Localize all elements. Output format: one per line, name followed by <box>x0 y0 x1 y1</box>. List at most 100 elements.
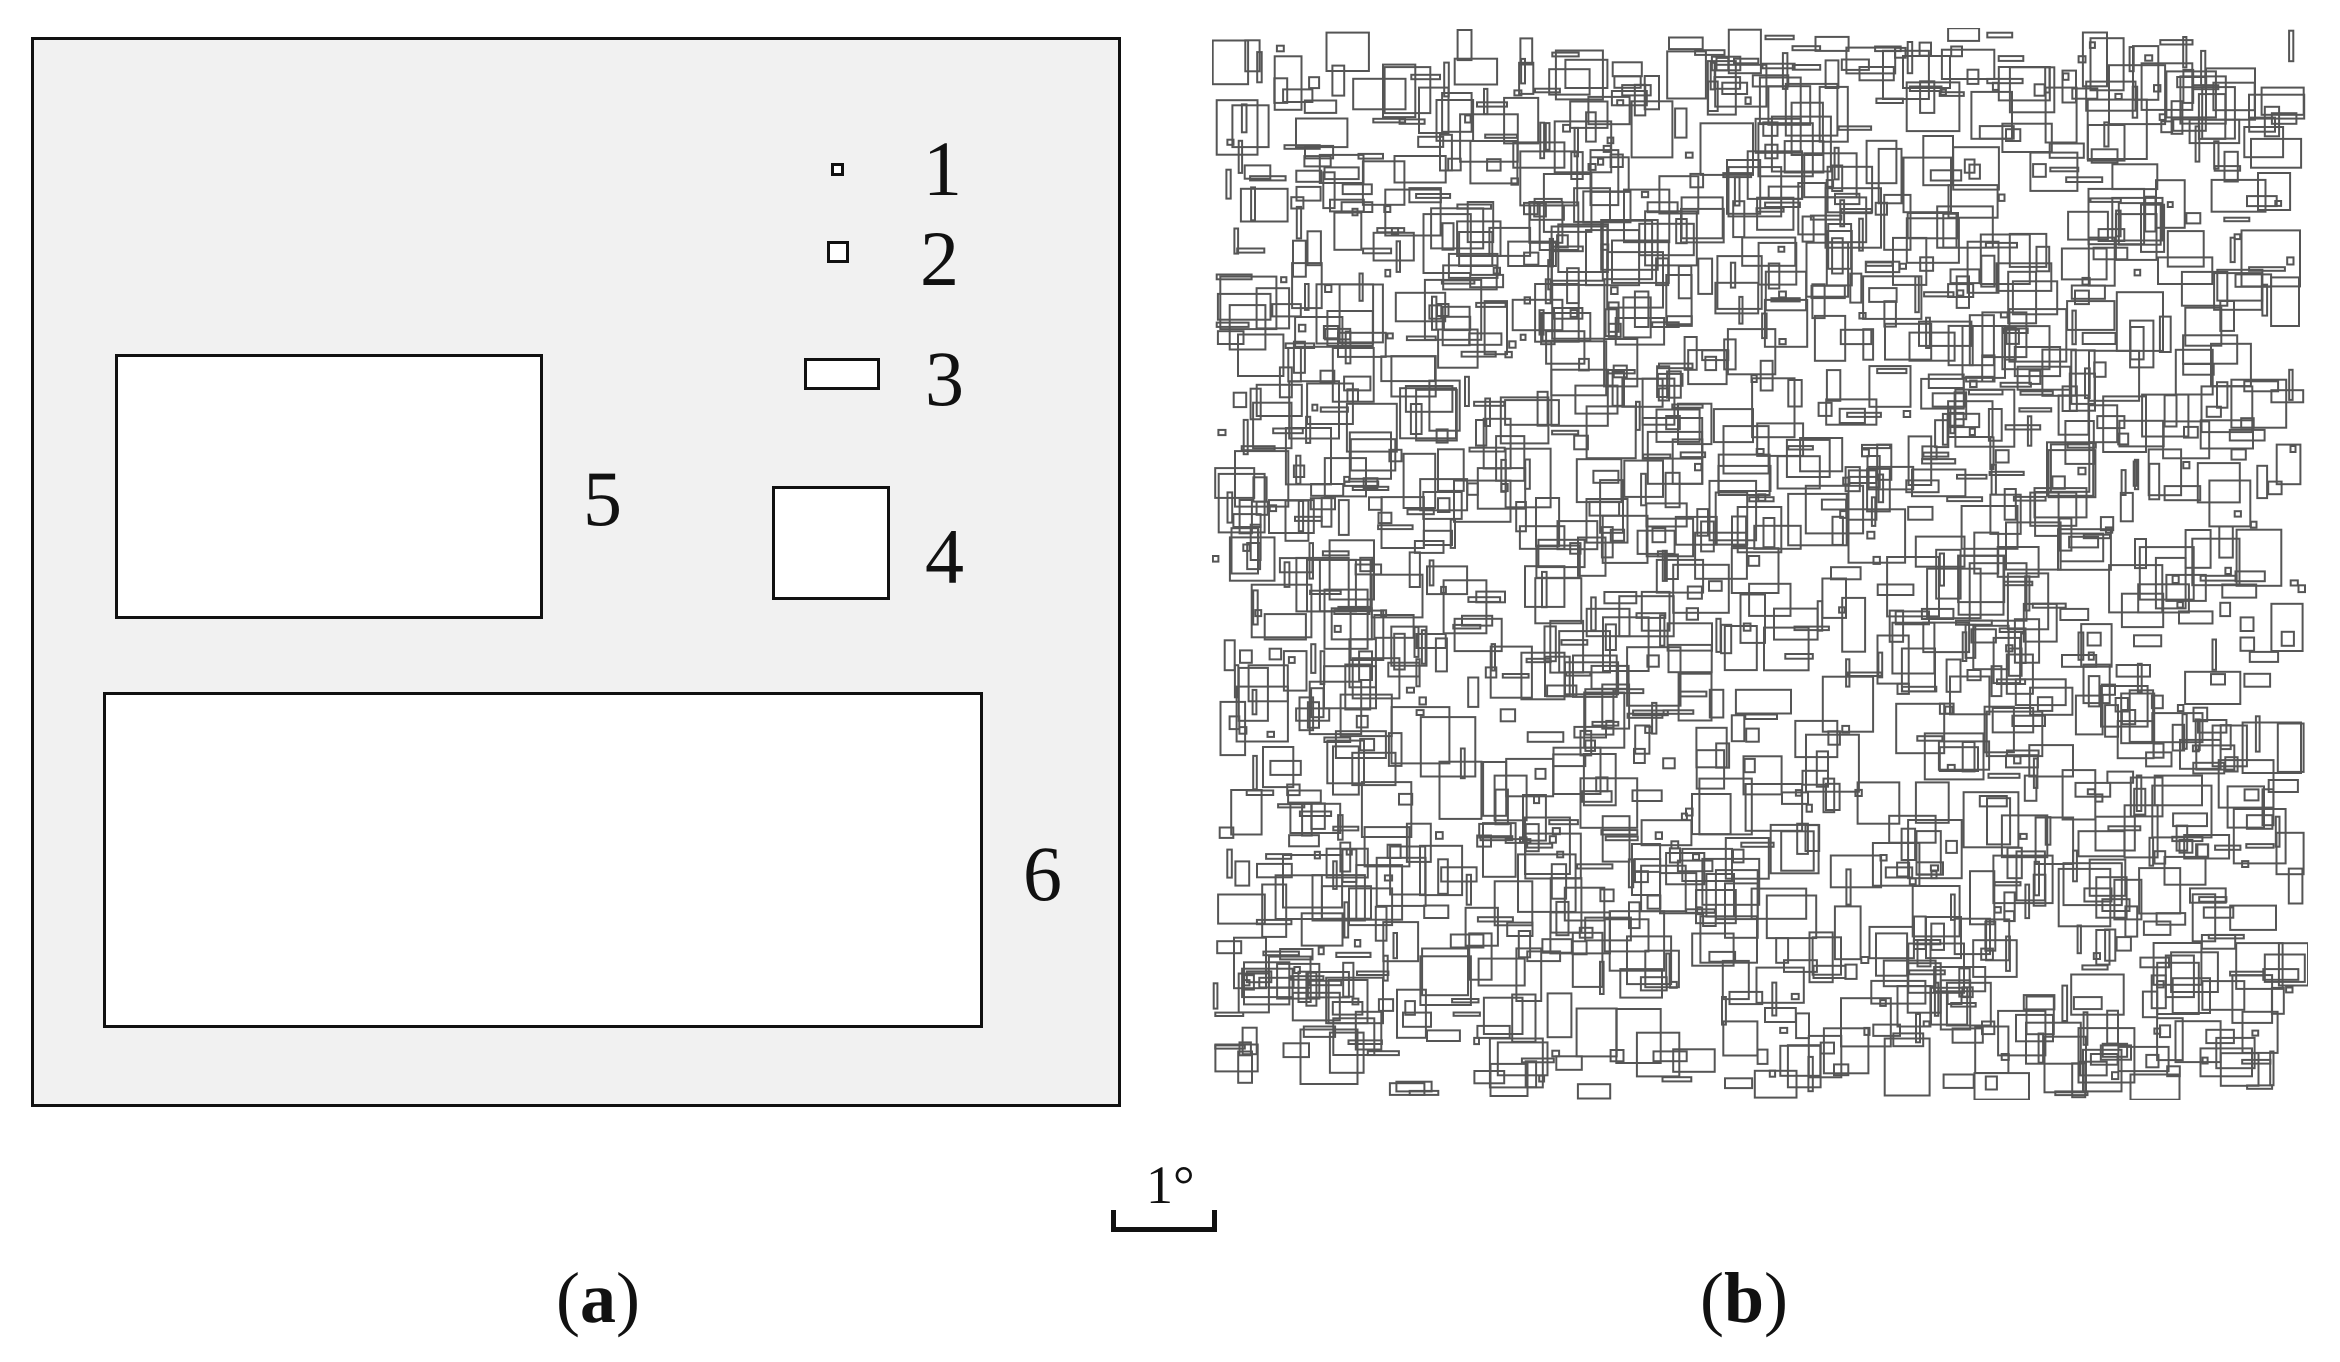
texture-rect <box>1854 788 1863 798</box>
texture-rect <box>1393 632 1406 671</box>
stimulus-label-1: 1 <box>923 125 962 212</box>
texture-rect <box>2007 270 2038 325</box>
texture-rect <box>1987 408 2003 442</box>
texture-rect <box>1283 561 1291 588</box>
panel-a-stimulus-sizes: 1 2 3 4 5 6 <box>31 37 1121 1107</box>
texture-rect <box>2003 488 2017 521</box>
texture-rect <box>1813 314 1847 362</box>
texture-rect <box>1287 656 1296 664</box>
texture-rect <box>1477 957 1526 987</box>
texture-rect <box>1722 425 1770 475</box>
texture-rect <box>1467 676 1480 708</box>
texture-rect <box>2257 172 2292 211</box>
texture-rect <box>1858 312 1867 320</box>
texture-rect <box>2269 1050 2275 1087</box>
texture-rect <box>2011 280 2059 316</box>
texture-rect <box>1691 793 1732 836</box>
texture-rect <box>1576 1083 1612 1100</box>
texture-rect <box>1986 797 2012 846</box>
texture-rect <box>2019 390 2054 396</box>
texture-rect <box>1879 999 1887 1007</box>
texture-rect <box>2115 664 2151 678</box>
texture-rect <box>1308 76 1321 90</box>
texture-rect <box>2123 804 2159 859</box>
texture-rect <box>2000 814 2049 859</box>
texture-rect <box>1866 530 1876 540</box>
texture-rect <box>1533 202 1547 218</box>
texture-rect <box>1262 950 1300 957</box>
texture-rect <box>2243 126 2285 159</box>
texture-rect <box>1241 1026 1258 1056</box>
texture-rect <box>1668 36 1704 51</box>
texture-rect <box>1654 831 1664 840</box>
texture-rect <box>1729 261 1737 289</box>
texture-rect <box>1556 850 1565 859</box>
texture-rect <box>1674 515 1718 546</box>
texture-rect <box>1636 529 1676 555</box>
texture-rect <box>1269 759 1302 776</box>
texture-rect <box>2029 686 2074 716</box>
texture-rect <box>2129 776 2164 818</box>
texture-rect <box>1517 853 1577 913</box>
texture-rect <box>1677 264 1693 300</box>
texture-rect <box>1875 932 1909 977</box>
texture-rect <box>1759 359 1774 392</box>
caption-a: (a) <box>556 1262 640 1334</box>
texture-rect <box>1794 789 1803 797</box>
texture-rect <box>1984 241 2019 249</box>
texture-rect <box>1776 455 1821 490</box>
texture-rect <box>2102 395 2148 453</box>
stimulus-label-5: 5 <box>583 455 622 542</box>
texture-rect <box>1585 111 1597 143</box>
texture-rect <box>1330 607 1373 641</box>
stimulus-label-2: 2 <box>920 215 959 302</box>
texture-rect <box>2185 212 2202 225</box>
texture-rect <box>1458 231 1494 267</box>
texture-rect <box>1771 981 1778 1017</box>
texture-rect <box>1212 555 1220 563</box>
texture-rect <box>1922 135 1954 187</box>
texture-rect <box>1969 379 1978 388</box>
texture-rect <box>2081 31 2109 88</box>
texture-rect <box>1510 177 1519 186</box>
texture-rect <box>1347 1039 1383 1046</box>
texture-rect <box>1733 176 1741 207</box>
texture-rect <box>2245 843 2275 849</box>
texture-rect <box>1786 1044 1822 1089</box>
texture-rect <box>1730 547 1780 595</box>
texture-rect <box>1232 391 1248 409</box>
texture-rect <box>1435 428 1449 444</box>
texture-rect <box>2008 232 2048 268</box>
texture-rect <box>2219 1052 2260 1087</box>
texture-rect <box>2139 956 2171 969</box>
texture-rect <box>1325 847 1369 879</box>
texture-rect <box>2089 197 2122 203</box>
texture-rect <box>1390 227 1400 236</box>
texture-rect <box>1469 140 1519 185</box>
texture-rect <box>1332 1017 1376 1056</box>
texture-rect <box>2172 812 2208 828</box>
texture-rect <box>1404 385 1454 413</box>
texture-rect <box>1475 301 1507 308</box>
texture-rect <box>1328 539 1375 601</box>
texture-rect <box>1867 465 1915 491</box>
texture-rect <box>1271 303 1302 318</box>
texture-rect <box>1426 1029 1461 1043</box>
texture-rect <box>2172 118 2207 132</box>
texture-rect <box>1320 885 1372 920</box>
texture-rect <box>1717 453 1771 497</box>
texture-rect <box>1464 375 1470 407</box>
texture-rect <box>1981 354 1996 383</box>
texture-rect <box>1621 377 1664 408</box>
texture-rect <box>2201 1056 2209 1065</box>
texture-rect <box>2082 1011 2089 1046</box>
texture-rect <box>1611 239 1670 284</box>
texture-rect <box>2267 480 2283 496</box>
texture-rect <box>1382 63 1417 119</box>
texture-rect <box>1831 237 1844 275</box>
texture-rect <box>1732 848 1745 864</box>
texture-rect <box>1805 803 1813 813</box>
texture-rect <box>1504 838 1532 844</box>
texture-rect <box>1534 87 1561 94</box>
texture-rect <box>1597 157 1605 166</box>
